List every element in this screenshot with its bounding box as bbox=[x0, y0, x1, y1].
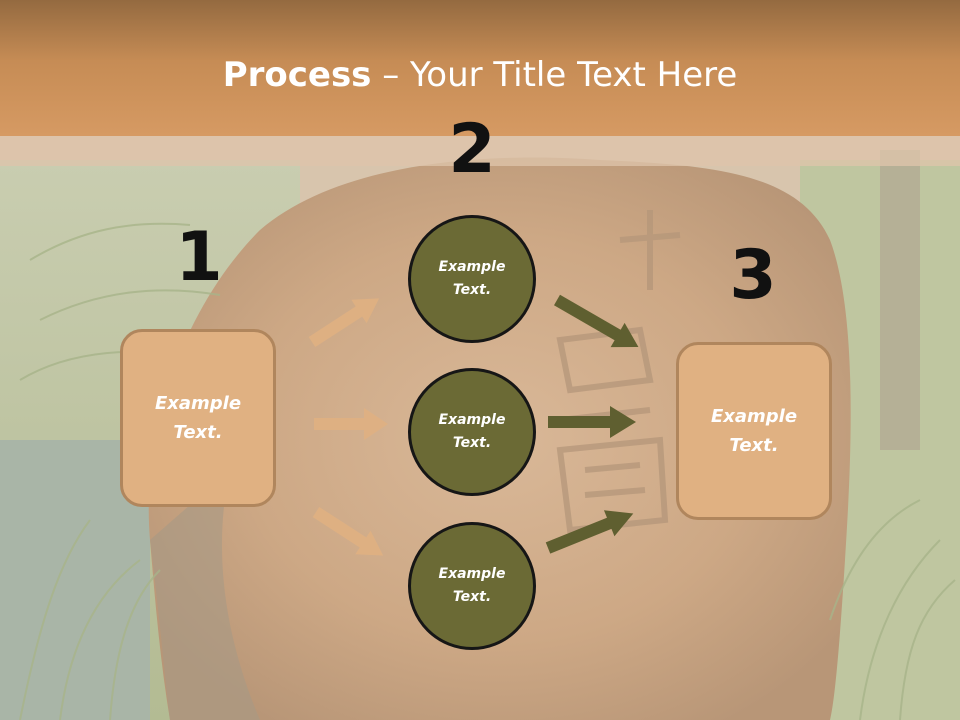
process-circle-middle[interactable]: Example Text. bbox=[408, 368, 536, 496]
process-box-right-text: Example Text. bbox=[710, 406, 798, 456]
process-circle-bottom[interactable]: Example Text. bbox=[408, 522, 536, 650]
process-box-left-text: Example Text. bbox=[154, 393, 242, 443]
slide-title-bold: Process bbox=[222, 55, 372, 95]
process-box-right[interactable]: Example Text. bbox=[676, 342, 832, 520]
process-circle-bottom-text: Example Text. bbox=[438, 566, 506, 605]
step-number-2: 2 bbox=[448, 110, 496, 189]
arrow-right-middle bbox=[548, 406, 636, 438]
arrow-right-top bbox=[554, 294, 639, 348]
title-bar bbox=[0, 0, 960, 136]
arrow-left-down bbox=[312, 506, 384, 556]
title-band bbox=[0, 136, 960, 166]
arrow-right-bottom bbox=[545, 510, 634, 554]
process-circle-top-text: Example Text. bbox=[438, 259, 506, 298]
arrow-left-middle bbox=[314, 408, 388, 440]
step-number-1: 1 bbox=[175, 218, 223, 297]
arrow-left-up bbox=[308, 298, 380, 348]
slide-title: Process – Your Title Text Here bbox=[0, 52, 960, 98]
step-number-3: 3 bbox=[729, 236, 777, 315]
process-circle-middle-text: Example Text. bbox=[438, 412, 506, 451]
process-circle-top[interactable]: Example Text. bbox=[408, 215, 536, 343]
process-box-left[interactable]: Example Text. bbox=[120, 329, 276, 507]
slide-title-rest: – Your Title Text Here bbox=[371, 55, 738, 95]
